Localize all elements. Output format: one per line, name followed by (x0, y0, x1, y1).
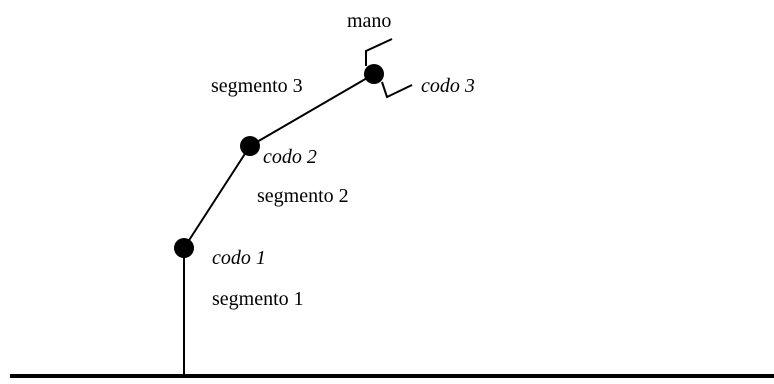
label-segmento-2: segmento 2 (257, 185, 349, 207)
joint-codo-3 (364, 64, 384, 84)
hand-gripper-lower (381, 81, 413, 99)
label-codo-2: codo 2 (263, 146, 317, 168)
label-segmento-1: segmento 1 (212, 288, 304, 310)
hand-gripper-upper (365, 38, 393, 66)
label-segmento-3: segmento 3 (211, 75, 303, 97)
joint-codo-1 (174, 238, 194, 258)
label-mano: mano (347, 10, 392, 32)
label-codo-3: codo 3 (421, 75, 475, 97)
segment-3-line (249, 73, 375, 147)
label-codo-1: codo 1 (212, 247, 266, 269)
joint-codo-2 (240, 136, 260, 156)
segment-2-line (183, 145, 251, 249)
